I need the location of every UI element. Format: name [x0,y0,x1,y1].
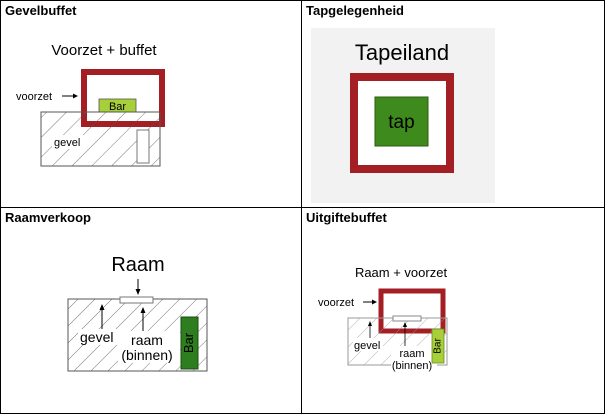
door-shape [136,129,150,164]
gevelbuffet-diagram: Voorzet + buffet voorzet Bar gevel [16,42,165,167]
gevel-label: gevel [354,340,380,352]
tap-label: tap [388,112,414,133]
bar-label: Bar [181,332,196,353]
diagram-heading: Voorzet + buffet [51,42,157,59]
raam-sub-label: (binnen) [121,347,172,363]
diagram-heading: Raam [111,254,164,276]
uitgiftebuffet-diagram: Raam + voorzet voorzet gevel raam (binne… [318,265,448,373]
voorzet-label: voorzet [16,91,52,103]
voorzet-arrowhead [372,299,377,305]
cell-gevelbuffet: Gevelbuffet Voorzet + buffet voorzet Bar… [0,0,301,207]
voorzet-label: voorzet [318,297,354,309]
voorzet-arrowhead [73,93,78,99]
gevel-label: gevel [54,137,80,149]
raam-label: raam [131,332,163,348]
tapgelegenheid-diagram: Tapeiland tap [311,28,495,203]
raam-label: raam [399,348,424,360]
diagram-heading: Tapeiland [355,40,449,65]
raam-sub-label: (binnen) [392,360,432,372]
bar-label: Bar [433,338,444,354]
raam-window [392,315,422,322]
cell-uitgiftebuffet: Uitgiftebuffet Raam + voorzet voorzet [301,207,605,414]
raam-window [119,296,154,304]
cell-raamverkoop: Raamverkoop Raam gevel raam (binnen) [0,207,301,414]
gevel-label: gevel [80,329,113,345]
bar-label: Bar [109,101,126,113]
diagram-heading: Raam + voorzet [355,265,448,280]
cell-tapgelegenheid: Tapgelegenheid Tapeiland tap [301,0,605,207]
raamverkoop-diagram: Raam gevel raam (binnen) Bar [67,254,208,372]
raam-down-arrowhead [135,289,141,295]
